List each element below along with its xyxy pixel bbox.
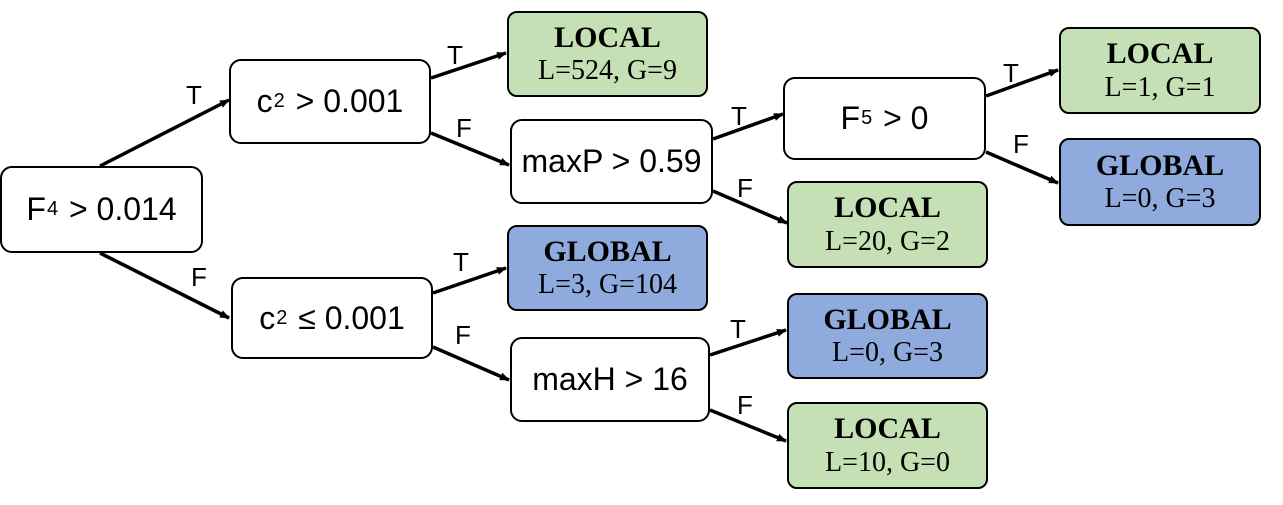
edge-f5-false xyxy=(985,150,1059,185)
leaf-class: LOCAL xyxy=(834,191,941,225)
edge-label-false: F xyxy=(737,173,753,203)
f5-var: F xyxy=(840,100,861,136)
edge-root-false xyxy=(99,251,230,320)
leaf-counts: L=524, G=9 xyxy=(538,55,677,87)
c2-gt-val: 0.001 xyxy=(323,83,404,119)
edge-label-true: T xyxy=(447,40,463,70)
f5-val: 0 xyxy=(910,100,929,136)
maxp-label: maxP > 0.59 xyxy=(521,143,702,179)
leaf-class: LOCAL xyxy=(1106,37,1214,71)
leaf-global-6: GLOBAL L=0, G=3 xyxy=(787,293,988,379)
c2-le-val: 0.001 xyxy=(324,299,405,336)
edge-label-false: F xyxy=(737,390,753,420)
edge-label-true: T xyxy=(186,80,202,110)
c2-gt-sub: 2 xyxy=(273,90,285,112)
leaf-local-4: LOCAL L=20, G=2 xyxy=(787,181,988,268)
maxh-label: maxH > 16 xyxy=(532,361,688,397)
leaf-local-7: LOCAL L=10, G=0 xyxy=(787,402,988,489)
f5-op: > xyxy=(883,100,902,136)
edge-c2gt-false xyxy=(430,131,510,167)
c2-le-var: c xyxy=(259,299,276,336)
leaf-local-1: LOCAL L=524, G=9 xyxy=(507,11,708,97)
edge-maxp-true xyxy=(712,112,784,141)
leaf-class: LOCAL xyxy=(834,412,941,446)
edge-c2gt-true xyxy=(430,51,507,80)
edge-label-false: F xyxy=(455,320,471,350)
edge-label-false: F xyxy=(1013,129,1029,159)
f5-sub: 5 xyxy=(861,107,873,129)
maxh-node: maxH > 16 xyxy=(510,337,710,422)
c2-gt-op: > xyxy=(295,83,315,119)
leaf-class: LOCAL xyxy=(554,20,661,54)
leaf-counts: L=1, G=1 xyxy=(1104,71,1216,103)
edge-c2le-false xyxy=(432,345,510,382)
leaf-global-5: GLOBAL L=3, G=104 xyxy=(507,225,708,311)
edge-label-false: F xyxy=(456,113,472,143)
leaf-counts: L=3, G=104 xyxy=(538,269,677,301)
leaf-class: GLOBAL xyxy=(823,302,952,336)
leaf-counts: L=0, G=3 xyxy=(832,337,943,369)
root-val: 0.014 xyxy=(96,191,177,227)
edge-c2le-true xyxy=(432,266,507,295)
edge-f5-true xyxy=(985,68,1059,98)
edge-maxp-false xyxy=(712,189,788,225)
maxp-node: maxP > 0.59 xyxy=(510,119,713,204)
edge-label-true: T xyxy=(453,247,469,277)
leaf-global-3: GLOBAL L=0, G=3 xyxy=(1059,138,1261,226)
edge-maxh-false xyxy=(709,408,787,443)
leaf-counts: L=10, G=0 xyxy=(825,446,950,478)
root-sub: 4 xyxy=(46,198,59,220)
c2-le-sub: 2 xyxy=(276,306,288,329)
leaf-class: GLOBAL xyxy=(1095,148,1225,182)
root-var: F xyxy=(26,191,46,227)
edge-label-false: F xyxy=(191,262,207,292)
edge-root-true xyxy=(99,98,230,168)
c2-le-op: ≤ xyxy=(298,299,316,336)
c2-gt-var: c xyxy=(256,83,273,119)
leaf-local-2: LOCAL L=1, G=1 xyxy=(1059,27,1261,114)
leaf-counts: L=0, G=3 xyxy=(1104,183,1216,215)
edge-label-true: T xyxy=(730,314,746,344)
leaf-class: GLOBAL xyxy=(543,234,672,268)
edge-label-true: T xyxy=(1003,58,1019,88)
edge-label-true: T xyxy=(731,101,747,131)
edge-maxh-true xyxy=(709,328,787,357)
leaf-counts: L=20, G=2 xyxy=(825,225,950,257)
root-op: > xyxy=(68,191,88,227)
